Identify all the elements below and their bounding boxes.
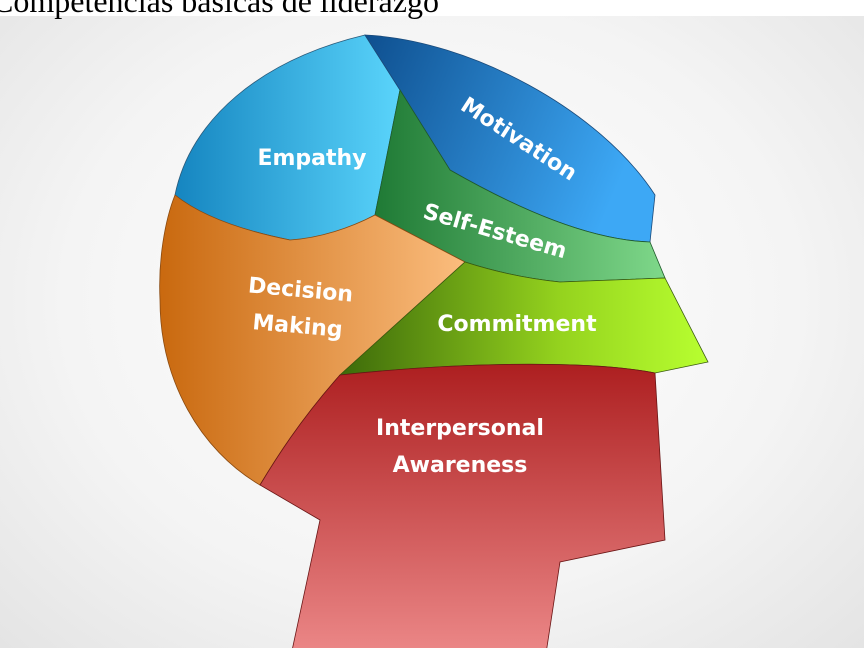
slide-title: Competencias básicas de liderazgo — [0, 0, 864, 17]
segment-interpersonal-awareness[interactable] — [259, 363, 666, 648]
label-awareness: Awareness — [393, 453, 528, 478]
label-commitment: Commitment — [437, 312, 597, 337]
label-interpersonal: Interpersonal — [376, 416, 544, 441]
label-empathy: Empathy — [257, 146, 366, 171]
segment-empathy[interactable] — [174, 34, 401, 242]
